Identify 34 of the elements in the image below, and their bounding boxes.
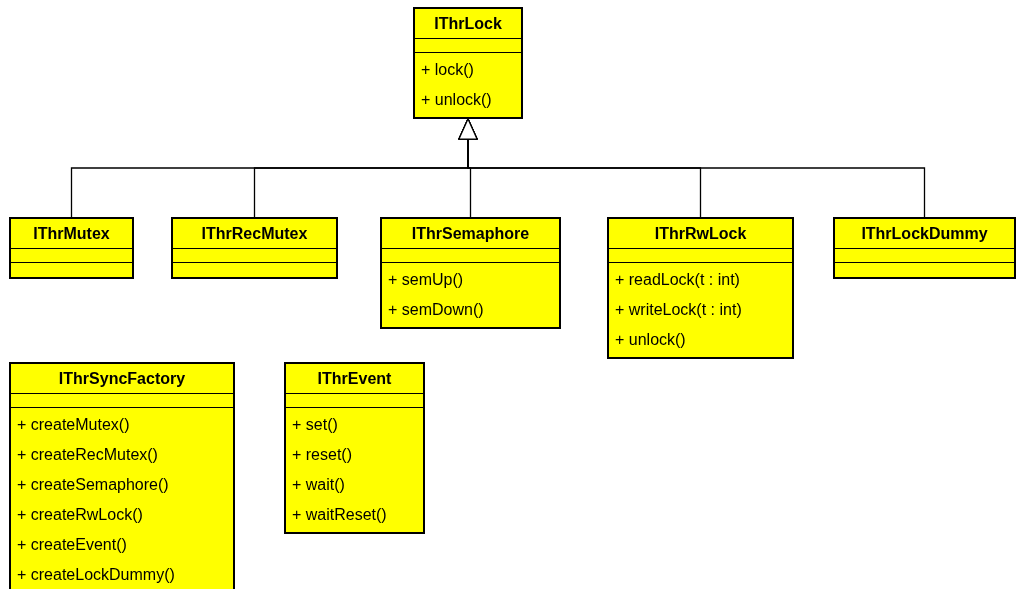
class-box	[284, 362, 425, 534]
method-text: + createLockDummy()	[17, 565, 175, 585]
method-text: + createRecMutex()	[17, 445, 158, 465]
method-text: + readLock(t : int)	[615, 270, 740, 290]
class-name: IThrLockDummy	[861, 223, 988, 244]
method-text: + writeLock(t : int)	[615, 300, 742, 320]
method-text: + createMutex()	[17, 415, 130, 435]
class-name: IThrRecMutex	[201, 223, 308, 244]
class-box	[413, 7, 523, 119]
class-box	[9, 362, 235, 589]
class-box	[380, 217, 561, 329]
class-name: IThrEvent	[317, 368, 392, 389]
class-name: IThrMutex	[33, 223, 110, 244]
method-text: + createRwLock()	[17, 505, 143, 525]
generalization-arrow	[458, 118, 926, 218]
class-name: IThrLock	[434, 13, 502, 34]
method-text: + wait()	[292, 475, 345, 495]
method-text: + waitReset()	[292, 505, 387, 525]
method-text: + createEvent()	[17, 535, 127, 555]
method-text: + lock()	[421, 60, 474, 80]
method-text: + unlock()	[421, 90, 492, 110]
class-box	[607, 217, 794, 359]
class-name: IThrSemaphore	[411, 223, 530, 244]
method-text: + createSemaphore()	[17, 475, 169, 495]
class-box	[9, 217, 134, 279]
method-text: + set()	[292, 415, 338, 435]
class-box	[171, 217, 338, 279]
class-box	[833, 217, 1016, 279]
class-name: IThrSyncFactory	[58, 368, 186, 389]
method-text: + semDown()	[388, 300, 484, 320]
class-name: IThrRwLock	[654, 223, 747, 244]
method-text: + semUp()	[388, 270, 464, 290]
method-text: + unlock()	[615, 330, 686, 350]
method-text: + reset()	[292, 445, 352, 465]
